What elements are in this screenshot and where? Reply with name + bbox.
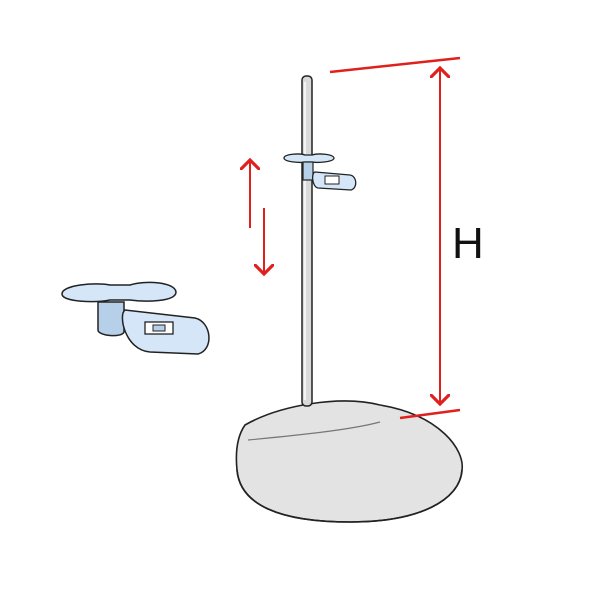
- height-dimension: H: [329, 56, 492, 420]
- vertical-rod: [301, 75, 313, 407]
- dim-label-bg: [450, 212, 492, 266]
- clip-detached-tab: [152, 324, 166, 332]
- dim-top-extension: [329, 56, 461, 74]
- base-seam: [247, 421, 381, 441]
- oval-base: [235, 400, 463, 523]
- dimension-label: H: [452, 219, 484, 268]
- clip-mounted-arms: [283, 153, 335, 164]
- base-rim: [236, 469, 463, 523]
- base-top: [235, 400, 463, 523]
- clip-mounted-stem: [302, 161, 314, 181]
- clip-detached-arms: [61, 281, 177, 303]
- clip-detached-stem: [97, 301, 125, 337]
- up-down-arrows: [250, 160, 264, 274]
- dim-bottom-extension: [399, 408, 461, 420]
- rod-shaft: [301, 75, 313, 407]
- clip-holder-mounted: [283, 153, 357, 191]
- clip-mounted-slot: [324, 175, 340, 185]
- clip-holder-detached: [61, 281, 210, 355]
